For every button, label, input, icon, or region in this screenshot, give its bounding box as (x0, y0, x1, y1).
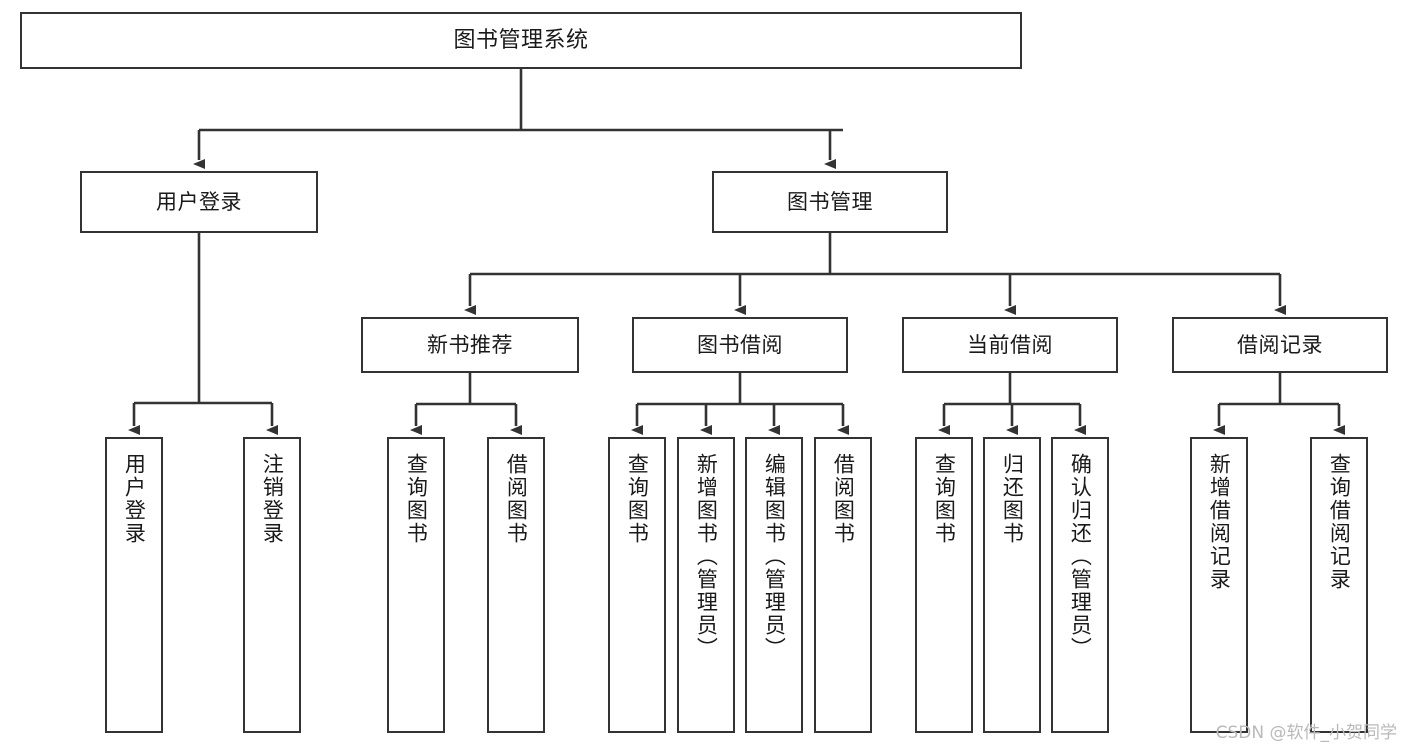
node-leaf-return-book[interactable]: 归还图书 (983, 437, 1041, 733)
node-leaf-edit-book-label: 编辑图书（管理员） (762, 453, 787, 660)
node-leaf-user-login[interactable]: 用户登录 (105, 437, 163, 733)
node-user-login-label: 用户登录 (156, 189, 242, 214)
node-leaf-query-book-2-label: 查询图书 (625, 453, 650, 545)
node-book-manage-label: 图书管理 (787, 189, 873, 214)
node-book-manage[interactable]: 图书管理 (712, 171, 948, 233)
node-user-login[interactable]: 用户登录 (80, 171, 318, 233)
node-leaf-user-login-label: 用户登录 (122, 453, 147, 545)
node-new-book-recommend-label: 新书推荐 (427, 332, 513, 357)
node-leaf-query-book-1[interactable]: 查询图书 (387, 437, 445, 733)
node-book-borrow[interactable]: 图书借阅 (632, 317, 848, 373)
node-leaf-query-book-3-label: 查询图书 (932, 453, 957, 545)
node-leaf-return-book-label: 归还图书 (1000, 453, 1025, 545)
node-current-borrow-label: 当前借阅 (967, 332, 1053, 357)
node-leaf-logout-label: 注销登录 (260, 453, 285, 545)
node-leaf-add-book-label: 新增图书（管理员） (694, 453, 719, 660)
node-leaf-confirm-return-label: 确认归还（管理员） (1068, 453, 1093, 660)
node-leaf-logout[interactable]: 注销登录 (243, 437, 301, 733)
node-borrow-record[interactable]: 借阅记录 (1172, 317, 1388, 373)
node-leaf-borrow-book-1-label: 借阅图书 (504, 453, 529, 545)
node-leaf-borrow-book-2-label: 借阅图书 (831, 453, 856, 545)
node-leaf-query-record-label: 查询借阅记录 (1327, 453, 1352, 591)
node-leaf-query-book-1-label: 查询图书 (404, 453, 429, 545)
node-leaf-add-book[interactable]: 新增图书（管理员） (677, 437, 735, 733)
node-leaf-borrow-book-1[interactable]: 借阅图书 (487, 437, 545, 733)
node-leaf-add-record-label: 新增借阅记录 (1207, 453, 1232, 591)
node-borrow-record-label: 借阅记录 (1237, 332, 1323, 357)
watermark-text: CSDN @软件_小贺同学 (1215, 723, 1397, 743)
node-leaf-borrow-book-2[interactable]: 借阅图书 (814, 437, 872, 733)
node-leaf-confirm-return[interactable]: 确认归还（管理员） (1051, 437, 1109, 733)
node-leaf-edit-book[interactable]: 编辑图书（管理员） (745, 437, 803, 733)
node-book-borrow-label: 图书借阅 (697, 332, 783, 357)
node-leaf-query-book-2[interactable]: 查询图书 (608, 437, 666, 733)
node-root[interactable]: 图书管理系统 (20, 12, 1022, 69)
node-root-label: 图书管理系统 (453, 27, 589, 53)
node-current-borrow[interactable]: 当前借阅 (902, 317, 1118, 373)
node-leaf-query-record[interactable]: 查询借阅记录 (1310, 437, 1368, 733)
node-leaf-query-book-3[interactable]: 查询图书 (915, 437, 973, 733)
node-new-book-recommend[interactable]: 新书推荐 (361, 317, 579, 373)
node-leaf-add-record[interactable]: 新增借阅记录 (1190, 437, 1248, 733)
